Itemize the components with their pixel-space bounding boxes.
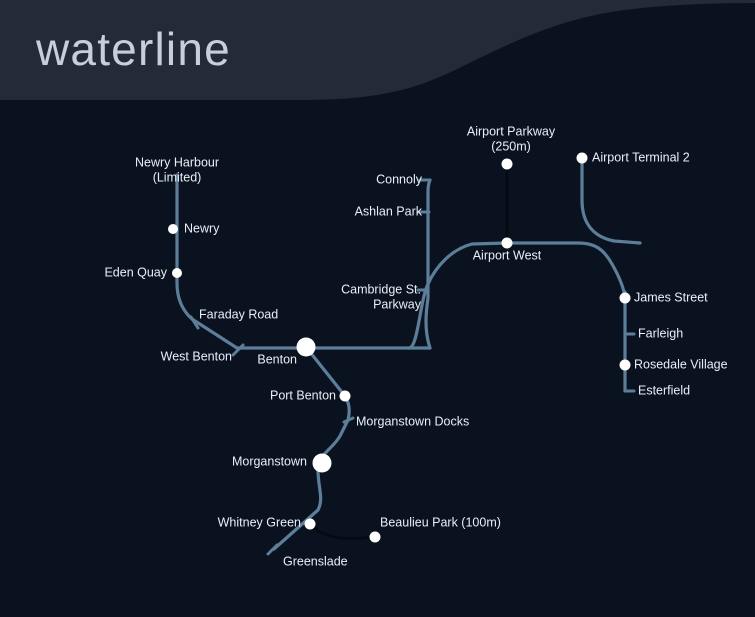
station-dot-morganstown[interactable]: [312, 453, 332, 473]
tick-morganstown-docks: [342, 416, 355, 424]
line-airport-to-james: [505, 241, 627, 300]
walk-link-beaulieu-park: [308, 522, 377, 541]
walking-links: [308, 162, 509, 541]
station-dot-airport-parkway[interactable]: [501, 158, 513, 170]
label-newry-harbour-note: (Limited): [153, 170, 202, 184]
station-dot-rosedale-village[interactable]: [619, 359, 631, 371]
label-rosedale-village: Rosedale Village: [634, 357, 728, 371]
label-morganstown: Morganstown: [232, 454, 307, 468]
header-band: [0, 0, 755, 100]
label-esterfield: Esterfield: [638, 383, 690, 397]
label-west-benton: West Benton: [161, 349, 232, 363]
label-port-benton: Port Benton: [270, 388, 336, 402]
label-farleigh: Farleigh: [638, 326, 683, 340]
label-faraday-road: Faraday Road: [199, 307, 278, 321]
label-airport-terminal-2: Airport Terminal 2: [592, 150, 690, 164]
label-ashlan-park: Ashlan Park: [355, 204, 423, 218]
label-connolly: Connoly: [376, 172, 423, 186]
tick-markers: [189, 178, 636, 556]
label-greenslade: Greenslade: [283, 554, 348, 568]
tick-faraday-road: [189, 315, 200, 330]
station-markers[interactable]: [168, 152, 631, 543]
page-title: waterline: [35, 23, 231, 75]
line-terminal2-spur: [580, 156, 642, 245]
label-cambridge-st-parkway: Cambridge St.: [341, 282, 421, 296]
station-dot-james-street[interactable]: [619, 292, 631, 304]
station-dot-airport-terminal-2[interactable]: [576, 152, 588, 164]
label-newry-harbour: Newry Harbour: [135, 155, 219, 169]
station-dot-airport-west[interactable]: [501, 237, 513, 249]
tick-greenslade: [266, 543, 279, 556]
line-cambridge-to-airport: [407, 241, 509, 350]
label-airport-parkway: Airport Parkway: [467, 124, 556, 138]
label-morganstown-docks: Morganstown Docks: [356, 414, 469, 428]
station-dot-eden-quay[interactable]: [172, 268, 182, 278]
label-cambridge-st-parkway-line2: Parkway: [373, 297, 422, 311]
line-morganstown-branch: [272, 345, 351, 551]
station-dot-benton[interactable]: [296, 337, 316, 357]
station-dot-port-benton[interactable]: [339, 390, 351, 402]
rail-lines: [175, 156, 642, 551]
station-dot-beaulieu-park[interactable]: [369, 531, 381, 543]
label-airport-west: Airport West: [473, 248, 542, 262]
label-beaulieu-park: Beaulieu Park (100m): [380, 515, 501, 529]
label-airport-parkway-distance: (250m): [491, 139, 531, 153]
station-dot-whitney-green[interactable]: [304, 518, 316, 530]
station-labels: Newry Harbour (Limited) Newry Eden Quay …: [104, 124, 727, 568]
label-eden-quay: Eden Quay: [104, 265, 167, 279]
label-james-street: James Street: [634, 290, 708, 304]
tick-west-benton: [231, 343, 245, 357]
label-whitney-green: Whitney Green: [218, 515, 301, 529]
station-dot-newry[interactable]: [168, 224, 178, 234]
label-newry: Newry: [184, 221, 220, 235]
label-benton: Benton: [257, 352, 297, 366]
